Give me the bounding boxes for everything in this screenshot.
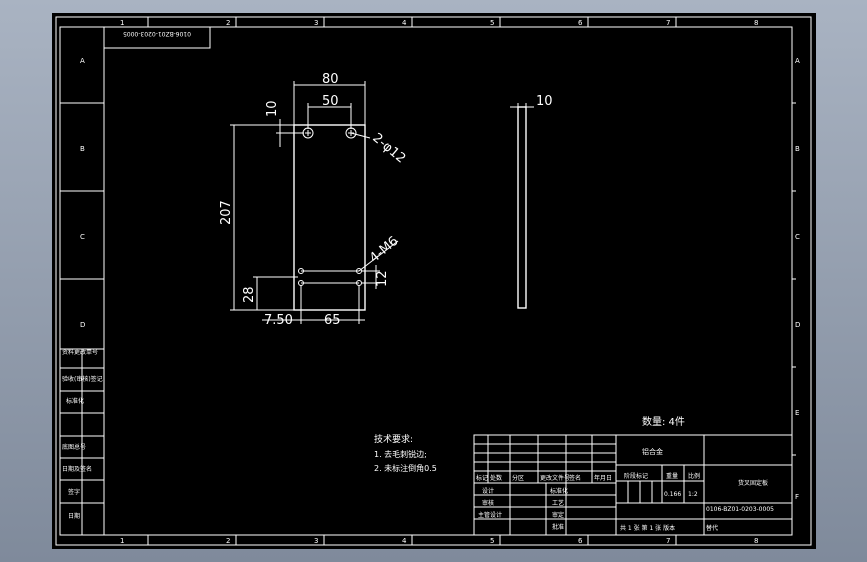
tb-scale-header: 比例 bbox=[688, 472, 700, 480]
zone-row-e-right: E bbox=[795, 409, 799, 417]
tb-role-ratify: 批准 bbox=[552, 523, 564, 531]
left-label-sign: 签字 bbox=[68, 488, 80, 496]
zone-col-3: 3 bbox=[314, 19, 318, 27]
plate-outline bbox=[293, 124, 366, 311]
tb-weight-header: 重量 bbox=[666, 472, 678, 480]
zone-col-6: 6 bbox=[578, 19, 583, 27]
cad-drawing: 1 2 3 4 5 6 7 8 1 2 3 4 5 6 7 8 A B C D … bbox=[55, 16, 812, 546]
left-label-acceptance: 验收(审核)签记 bbox=[62, 375, 103, 383]
tech-req-item-1: 1. 去毛刺锐边; bbox=[374, 449, 427, 459]
zone-col-7-bottom: 7 bbox=[666, 537, 670, 545]
rotated-number-box bbox=[103, 26, 211, 49]
tb-replace: 替代 bbox=[706, 524, 718, 532]
zone-col-5: 5 bbox=[490, 19, 494, 27]
tech-req-item-2: 2. 未标注倒角0.5 bbox=[374, 463, 437, 473]
zone-col-2: 2 bbox=[226, 19, 230, 27]
rotated-drawing-number: 0106-BZ01-0203-0005 bbox=[123, 30, 191, 37]
zone-row-d-right: D bbox=[795, 321, 800, 329]
zone-ticks-left bbox=[60, 27, 796, 535]
dim-7-50: 7.50 bbox=[264, 313, 293, 328]
tb-role-approve: 审定 bbox=[552, 511, 564, 519]
tb-rev-mark: 标记 bbox=[476, 474, 488, 482]
tb-rev-sign: 签名 bbox=[569, 474, 581, 482]
tb-role-review: 审核 bbox=[482, 499, 494, 507]
zone-col-2-bottom: 2 bbox=[226, 537, 230, 545]
zone-col-1-bottom: 1 bbox=[120, 537, 124, 545]
tb-part-name: 货叉固定板 bbox=[738, 479, 768, 487]
drawing-sheet: 1 2 3 4 5 6 7 8 1 2 3 4 5 6 7 8 A B C D … bbox=[52, 13, 816, 549]
zone-col-8: 8 bbox=[754, 19, 758, 27]
dim-50: 50 bbox=[322, 94, 339, 109]
left-label-date: 日期 bbox=[68, 512, 80, 520]
left-label-base-map: 底图总号 bbox=[62, 443, 86, 451]
dim-4-m6: 4-M6 bbox=[367, 234, 402, 266]
tb-drawing-number: 0106-BZ01-0203-0005 bbox=[706, 506, 774, 513]
left-label-standard: 标准化 bbox=[66, 397, 84, 405]
zone-ticks-top bbox=[147, 17, 677, 545]
tb-rev-date: 年月日 bbox=[594, 474, 612, 482]
title-block bbox=[473, 434, 793, 536]
left-signature-block bbox=[60, 348, 104, 535]
left-label-date-sign: 日期及签名 bbox=[62, 465, 92, 473]
tb-rev-zone: 分区 bbox=[512, 474, 524, 482]
zone-col-5-bottom: 5 bbox=[490, 537, 494, 545]
zone-col-3-bottom: 3 bbox=[314, 537, 318, 545]
dim-207: 207 bbox=[219, 200, 234, 225]
tech-req-title: 技术要求: bbox=[374, 433, 413, 445]
quantity-note: 数量: 4件 bbox=[642, 415, 685, 428]
zone-row-a: A bbox=[80, 57, 85, 65]
side-plate-outline bbox=[517, 106, 527, 309]
zone-col-1: 1 bbox=[120, 19, 124, 27]
zone-row-c-right: C bbox=[795, 233, 800, 241]
zone-row-c: C bbox=[80, 233, 85, 241]
zone-row-f-right: F bbox=[795, 493, 799, 501]
dim-2-phi-12: 2-φ12 bbox=[369, 131, 408, 167]
inner-border bbox=[59, 26, 793, 536]
zone-col-4: 4 bbox=[402, 19, 407, 27]
tb-material: 铝合金 bbox=[642, 447, 663, 456]
tb-weight: 0.166 bbox=[664, 491, 681, 498]
zone-col-4-bottom: 4 bbox=[402, 537, 407, 545]
tb-role-standard: 标准化 bbox=[550, 487, 568, 495]
zone-row-d: D bbox=[80, 321, 85, 329]
zone-row-a-right: A bbox=[795, 57, 800, 65]
zone-col-6-bottom: 6 bbox=[578, 537, 583, 545]
dim-28: 28 bbox=[242, 286, 257, 303]
front-view bbox=[230, 81, 399, 324]
tb-role-design: 设计 bbox=[482, 487, 494, 495]
dim-side-10: 10 bbox=[536, 94, 553, 109]
dim-80: 80 bbox=[322, 72, 339, 87]
side-view bbox=[510, 103, 534, 309]
dim-65: 65 bbox=[324, 313, 341, 328]
tb-rev-doc: 更改文件号 bbox=[540, 474, 570, 482]
tb-sheet-info: 共 1 张 第 1 张 版本 bbox=[620, 524, 675, 532]
tb-rev-count: 处数 bbox=[490, 474, 502, 482]
zone-row-b-right: B bbox=[795, 145, 800, 153]
tb-role-process: 工艺 bbox=[552, 499, 564, 507]
tb-stage-mark: 阶段标记 bbox=[624, 472, 648, 480]
dim-12: 12 bbox=[375, 270, 390, 287]
tb-role-lead: 主管设计 bbox=[478, 511, 502, 519]
tb-scale: 1:2 bbox=[688, 491, 698, 498]
outer-border bbox=[55, 16, 812, 546]
zone-col-8-bottom: 8 bbox=[754, 537, 758, 545]
zone-row-b: B bbox=[80, 145, 85, 153]
dim-10-top: 10 bbox=[265, 100, 280, 117]
zone-col-7: 7 bbox=[666, 19, 670, 27]
left-label-change-no: 资料更改单号 bbox=[62, 348, 98, 356]
